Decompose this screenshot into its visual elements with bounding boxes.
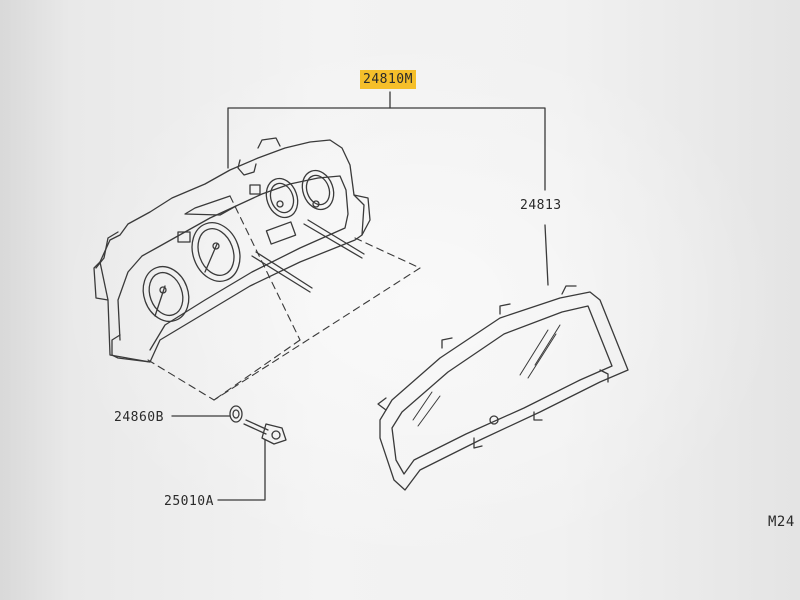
grommet-part-number: 24860B <box>114 410 164 425</box>
assembly-leader-lines <box>227 91 549 286</box>
screw-part <box>217 419 287 501</box>
monitor-edge-shadow <box>0 0 70 600</box>
speedometer-gauge <box>142 265 190 323</box>
projection-dashed-lines <box>147 195 421 401</box>
tachometer-gauge <box>191 222 241 282</box>
meter-cluster-housing <box>93 137 371 363</box>
fuel-gauge <box>265 177 299 219</box>
grommet-part <box>171 405 243 423</box>
lens-part-number: 24813 <box>520 198 562 213</box>
mounting-pins <box>251 219 365 293</box>
screw-part-number: 25010A <box>164 494 214 509</box>
page-code: M24 <box>768 514 795 530</box>
assembly-part-number: 24810M <box>360 70 416 89</box>
cluster-lens-cover <box>377 285 629 491</box>
temperature-gauge <box>301 169 335 211</box>
